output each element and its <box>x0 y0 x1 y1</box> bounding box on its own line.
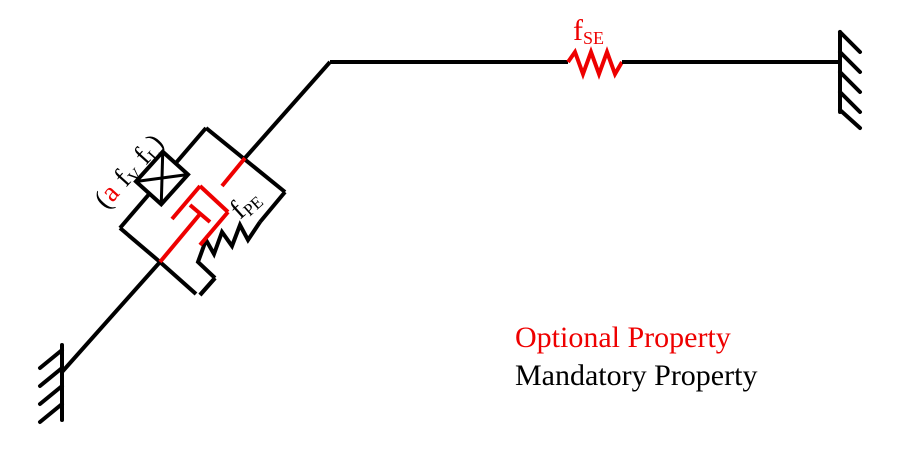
lower-connector-line <box>60 260 162 374</box>
series-elastic-spring <box>566 46 624 80</box>
legend-mandatory: Mandatory Property <box>515 359 758 392</box>
legend-optional: Optional Property <box>515 321 731 354</box>
legend: Optional Property Mandatory Property <box>515 319 757 395</box>
ground-top-right <box>838 30 862 130</box>
ground-bottom-left <box>38 343 64 424</box>
series-elastic-label: fSE <box>573 14 604 48</box>
parallel-elastic-spring <box>195 190 287 297</box>
damper-element <box>158 156 247 264</box>
contractile-element-box <box>133 148 191 208</box>
upper-connector-line <box>243 60 332 160</box>
